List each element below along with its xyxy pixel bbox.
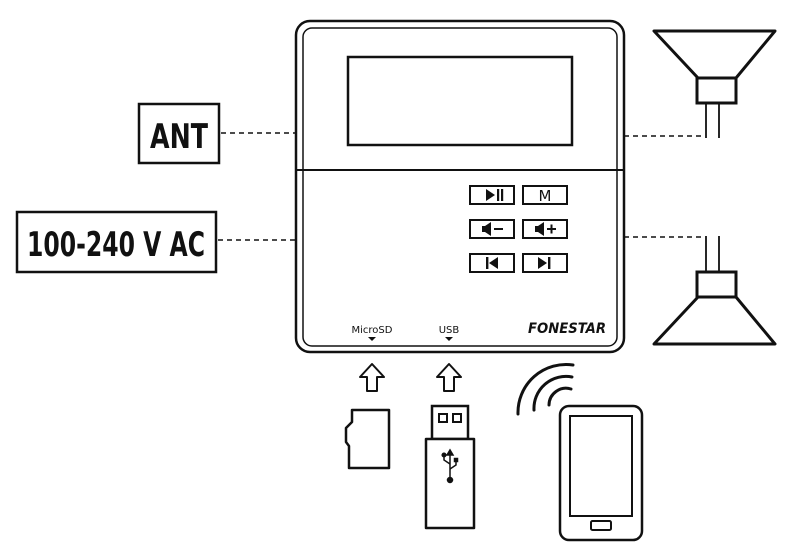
volume-down-button[interactable] bbox=[469, 219, 515, 239]
skip-previous-icon bbox=[486, 257, 498, 269]
volume-up-icon bbox=[535, 222, 556, 236]
microsd-card-icon bbox=[344, 408, 391, 470]
device-inner-frame bbox=[302, 27, 618, 347]
power-input: 100-240 V AC bbox=[15, 210, 296, 274]
audio-device: M bbox=[294, 19, 626, 354]
smartphone-icon bbox=[558, 404, 644, 542]
antenna-label: ANT bbox=[150, 117, 209, 157]
usb-port-marker bbox=[445, 337, 453, 341]
power-label-box bbox=[15, 210, 218, 274]
speaker-bottom bbox=[624, 236, 777, 346]
speaker-bottom-magnet bbox=[695, 270, 738, 299]
speaker-bottom-cone bbox=[652, 295, 777, 346]
microsd-up-arrow-icon bbox=[359, 363, 385, 392]
usb-drive-icon bbox=[424, 404, 476, 530]
usb-port-label: USB bbox=[439, 325, 460, 336]
skip-next-icon bbox=[538, 257, 551, 269]
next-button[interactable] bbox=[522, 253, 568, 273]
speaker-top-cone bbox=[652, 29, 777, 80]
antenna-label-box bbox=[137, 102, 221, 165]
usb-up-arrow-icon bbox=[436, 363, 462, 392]
power-label: 100-240 V AC bbox=[27, 225, 205, 265]
brand-logo: FONESTAR bbox=[528, 321, 606, 337]
microsd-port-marker bbox=[368, 337, 376, 341]
antenna-input: ANT bbox=[137, 102, 296, 165]
mode-icon: M bbox=[539, 187, 552, 205]
speaker-top-magnet bbox=[695, 76, 738, 105]
speaker-top bbox=[624, 29, 777, 138]
mode-button[interactable]: M bbox=[522, 185, 568, 205]
microsd-port-label: MicroSD bbox=[352, 325, 393, 336]
play-pause-icon bbox=[486, 189, 504, 201]
lcd-display bbox=[346, 55, 574, 147]
volume-up-button[interactable] bbox=[522, 219, 568, 239]
volume-down-icon bbox=[482, 222, 503, 236]
play-pause-button[interactable] bbox=[469, 185, 515, 205]
previous-button[interactable] bbox=[469, 253, 515, 273]
wireless-signal-icon bbox=[516, 363, 575, 416]
usb-symbol-icon bbox=[441, 448, 459, 484]
